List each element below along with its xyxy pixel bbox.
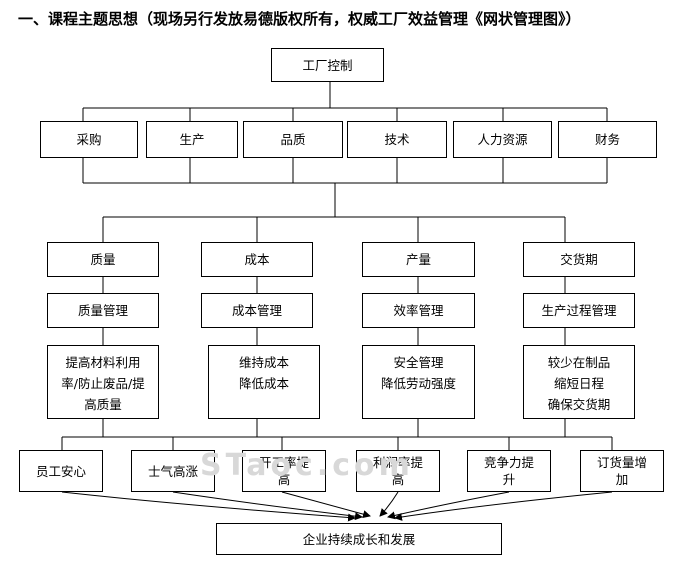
department-finance: 财务	[558, 121, 657, 158]
department-production: 生产	[146, 121, 238, 158]
pillar-mgmt-cost: 成本管理	[201, 293, 313, 328]
department-technology: 技术	[347, 121, 447, 158]
department-hr: 人力资源	[453, 121, 552, 158]
department-purchasing: 采购	[40, 121, 138, 158]
outcome-employee-ease: 员工安心	[19, 450, 103, 492]
pillar-title-output: 产量	[362, 242, 475, 277]
outcome-profit-margin: 利润率提 高	[356, 450, 440, 492]
goal-node: 企业持续成长和发展	[216, 523, 502, 555]
outcome-order-volume: 订货量增 加	[580, 450, 664, 492]
department-quality: 品质	[243, 121, 343, 158]
pillar-mgmt-quality: 质量管理	[47, 293, 159, 328]
pillar-title-cost: 成本	[201, 242, 313, 277]
pillar-detail-delivery: 较少在制品 缩短日程 确保交货期	[523, 345, 635, 419]
pillar-detail-cost: 维持成本 降低成本	[208, 345, 320, 419]
outcome-competitiveness: 竞争力提 升	[467, 450, 551, 492]
pillar-title-delivery: 交货期	[523, 242, 635, 277]
pillar-detail-output: 安全管理 降低劳动强度	[362, 345, 475, 419]
root-node: 工厂控制	[271, 48, 384, 82]
pillar-detail-quality: 提高材料利用 率/防止废品/提 高质量	[47, 345, 159, 419]
pillar-mgmt-delivery: 生产过程管理	[523, 293, 635, 328]
page-title: 一、课程主题思想（现场另行发放易德版权所有，权威工厂效益管理《网状管理图》）	[18, 10, 581, 28]
outcome-utilization: 开工率提 高	[242, 450, 326, 492]
pillar-mgmt-output: 效率管理	[362, 293, 475, 328]
outcome-morale: 士气高涨	[131, 450, 215, 492]
pillar-title-quality: 质量	[47, 242, 159, 277]
